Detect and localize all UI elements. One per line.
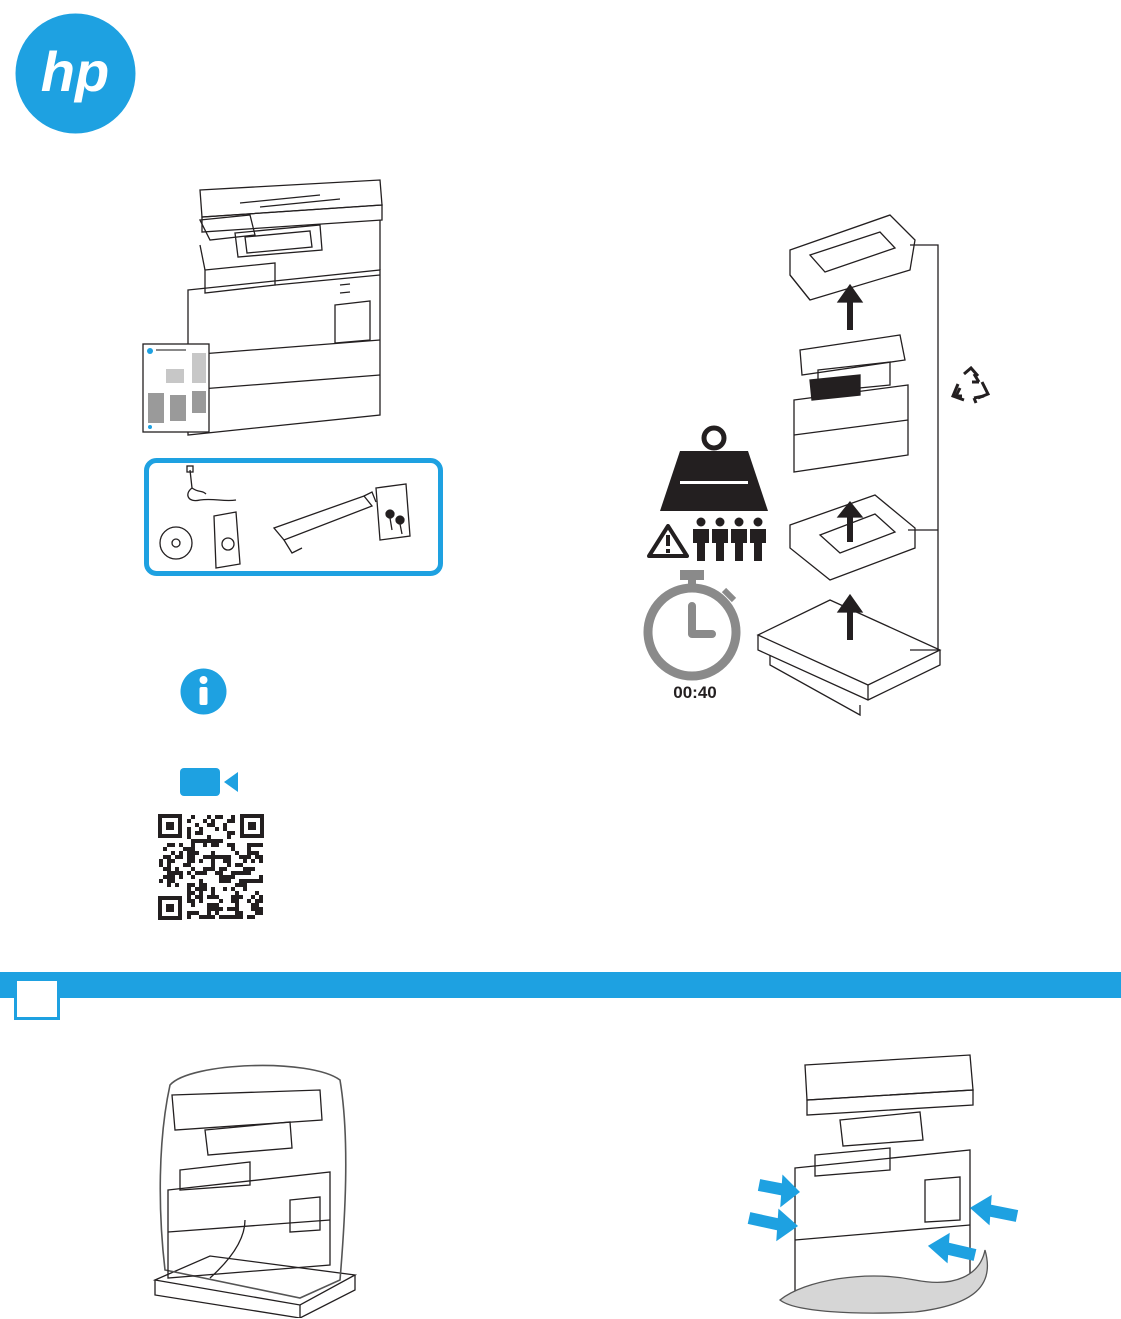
- video-camera-icon: [180, 768, 238, 796]
- people-icons: [692, 517, 768, 561]
- printer-lift-illustration: [745, 1050, 1025, 1315]
- svg-text:hp: hp: [41, 40, 109, 103]
- screws-bag-icon: [376, 484, 410, 540]
- manual-booklet: [142, 343, 212, 435]
- box-contents-panel: [144, 458, 443, 576]
- cd-icon: [160, 527, 192, 559]
- stopwatch-icon: [642, 570, 742, 682]
- timer-value: 00:40: [655, 683, 735, 703]
- step-bar: [0, 972, 1121, 998]
- step-number-box: [14, 978, 60, 1020]
- warning-icon: [647, 524, 689, 558]
- hp-logo: hp: [15, 13, 136, 134]
- info-icon: [180, 668, 227, 715]
- qr-code[interactable]: [158, 814, 264, 920]
- person-icon: [731, 518, 747, 562]
- power-cord-icon: [187, 466, 236, 501]
- recycle-icon: [950, 366, 992, 406]
- person-icon: [750, 518, 766, 562]
- wrapped-printer-illustration: [150, 1060, 360, 1318]
- weight-icon: [660, 425, 768, 513]
- unboxing-stack-illustration: [750, 210, 950, 720]
- bag-icon: [214, 512, 240, 568]
- person-icon: [693, 518, 709, 562]
- drum-cartridge-icon: [274, 492, 376, 553]
- person-icon: [712, 518, 728, 562]
